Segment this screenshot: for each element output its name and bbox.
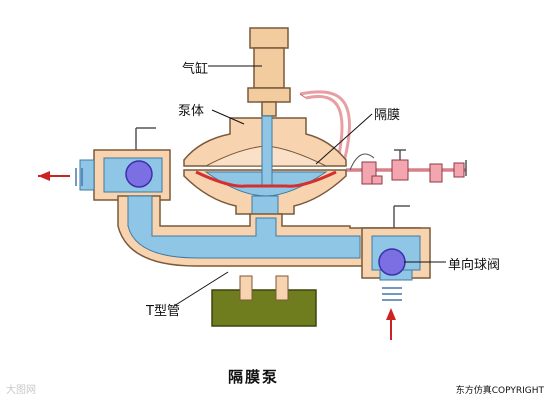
outlet-valve-body	[79, 127, 171, 201]
label-cylinder: 气缸	[182, 62, 209, 77]
copyright-text: 东方仿真COPYRIGHT	[455, 386, 544, 396]
watermark: 大图网	[6, 385, 36, 396]
pump-base	[211, 275, 317, 327]
t-pipe	[117, 195, 421, 267]
label-t-pipe: T型管	[146, 304, 180, 319]
outflow-arrow	[38, 168, 83, 186]
diaphragm	[195, 170, 337, 188]
diagram-title: 隔膜泵	[228, 368, 280, 386]
label-pump-body: 泵体	[178, 104, 205, 119]
air-line	[299, 90, 351, 163]
leader-lines	[173, 65, 446, 307]
inflow-arrow	[382, 287, 402, 340]
label-check-ball-valve: 单向球阀	[448, 258, 501, 273]
inlet-valve-body	[361, 205, 431, 281]
air-valve	[346, 149, 467, 185]
air-cylinder	[247, 27, 291, 117]
pump-body	[183, 115, 347, 227]
inlet-check-ball	[378, 248, 406, 276]
outlet-check-ball	[125, 160, 153, 188]
label-diaphragm: 隔膜	[374, 108, 401, 123]
